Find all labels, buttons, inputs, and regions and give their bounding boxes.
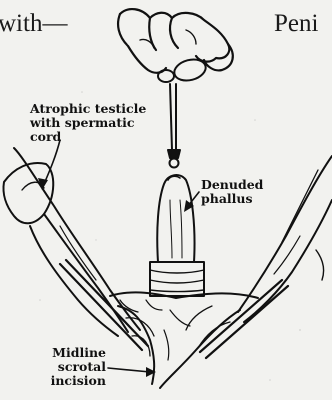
label-atrophic-testicle: Atrophic testicle with spermatic cord bbox=[30, 102, 146, 144]
hand-drawing bbox=[118, 9, 233, 73]
forceps-drawing bbox=[158, 56, 208, 167]
phallus-drawing bbox=[157, 175, 194, 262]
label-midline-incision: Midline scrotal incision bbox=[26, 346, 106, 388]
left-flap-drawing bbox=[3, 148, 140, 336]
base-wrap-drawing bbox=[150, 262, 204, 296]
label-denuded-phallus: Denuded phallus bbox=[201, 178, 263, 206]
retractor-drawing bbox=[60, 260, 288, 358]
